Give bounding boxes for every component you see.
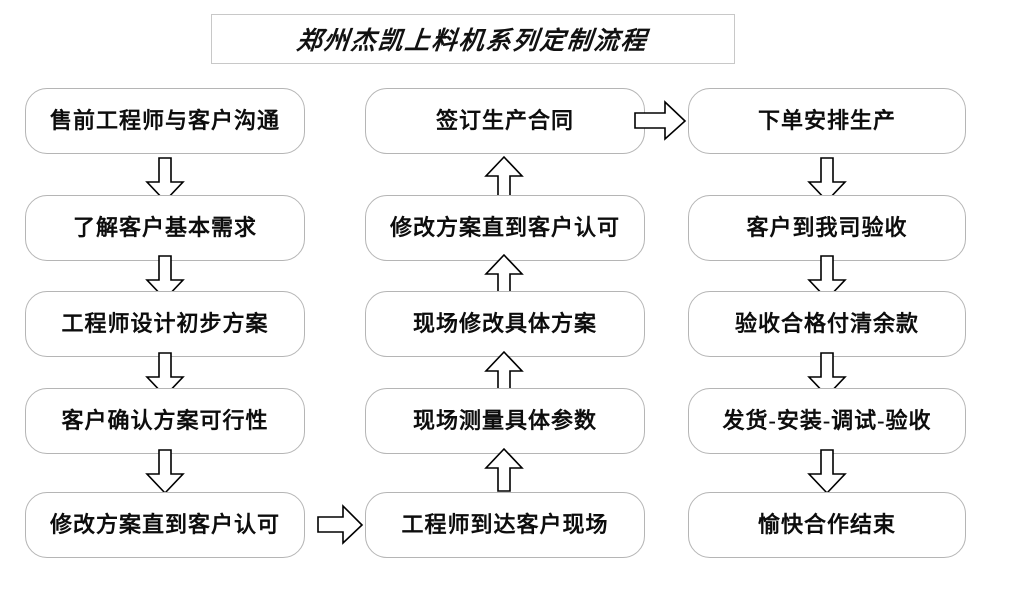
arrow-3-4-to-3-5	[807, 449, 847, 495]
arrow-1-5-to-2-5	[317, 504, 364, 545]
node-1-4-label: 客户确认方案可行性	[61, 408, 269, 433]
node-2-1-label: 签订生产合同	[435, 108, 574, 133]
node-1-3[interactable]: 工程师设计初步方案	[25, 291, 305, 357]
arrow-1-4-to-1-5	[145, 449, 185, 495]
node-2-1[interactable]: 签订生产合同	[365, 88, 645, 154]
arrow-1-2-to-1-3	[145, 255, 185, 301]
node-2-3-label: 现场修改具体方案	[412, 311, 597, 336]
node-3-1[interactable]: 下单安排生产	[688, 88, 966, 154]
chart-title-box: 郑州杰凯上料机系列定制流程	[211, 14, 735, 64]
node-3-3-label: 验收合格付清余款	[734, 311, 919, 336]
arrow-2-1-to-3-1	[634, 100, 687, 141]
node-1-3-label: 工程师设计初步方案	[61, 311, 269, 336]
node-1-5-label: 修改方案直到客户认可	[49, 512, 280, 537]
node-2-3[interactable]: 现场修改具体方案	[365, 291, 645, 357]
node-2-5-label: 工程师到达客户现场	[401, 512, 609, 537]
arrow-1-1-to-1-2	[145, 157, 185, 203]
node-3-5-label: 愉快合作结束	[757, 512, 896, 537]
node-1-1[interactable]: 售前工程师与客户沟通	[25, 88, 305, 154]
node-2-2[interactable]: 修改方案直到客户认可	[365, 195, 645, 261]
node-2-2-label: 修改方案直到客户认可	[389, 215, 620, 240]
node-1-1-label: 售前工程师与客户沟通	[49, 108, 280, 133]
node-2-5[interactable]: 工程师到达客户现场	[365, 492, 645, 558]
node-3-2-label: 客户到我司验收	[746, 215, 908, 240]
arrow-3-3-to-3-4	[807, 352, 847, 398]
arrow-3-1-to-3-2	[807, 157, 847, 203]
node-1-2-label: 了解客户基本需求	[72, 215, 257, 240]
node-1-5[interactable]: 修改方案直到客户认可	[25, 492, 305, 558]
node-3-5[interactable]: 愉快合作结束	[688, 492, 966, 558]
node-2-4-label: 现场测量具体参数	[412, 408, 597, 433]
arrow-3-2-to-3-3	[807, 255, 847, 301]
arrow-2-2-to-2-1	[484, 155, 524, 200]
node-3-4[interactable]: 发货-安装-调试-验收	[688, 388, 966, 454]
node-2-4[interactable]: 现场测量具体参数	[365, 388, 645, 454]
node-1-2[interactable]: 了解客户基本需求	[25, 195, 305, 261]
arrow-1-3-to-1-4	[145, 352, 185, 398]
node-3-4-label: 发货-安装-调试-验收	[722, 408, 932, 433]
node-1-4[interactable]: 客户确认方案可行性	[25, 388, 305, 454]
chart-title-text: 郑州杰凯上料机系列定制流程	[295, 28, 650, 55]
node-3-3[interactable]: 验收合格付清余款	[688, 291, 966, 357]
node-3-2[interactable]: 客户到我司验收	[688, 195, 966, 261]
arrow-2-5-to-2-4	[484, 447, 524, 492]
node-3-1-label: 下单安排生产	[757, 108, 896, 133]
